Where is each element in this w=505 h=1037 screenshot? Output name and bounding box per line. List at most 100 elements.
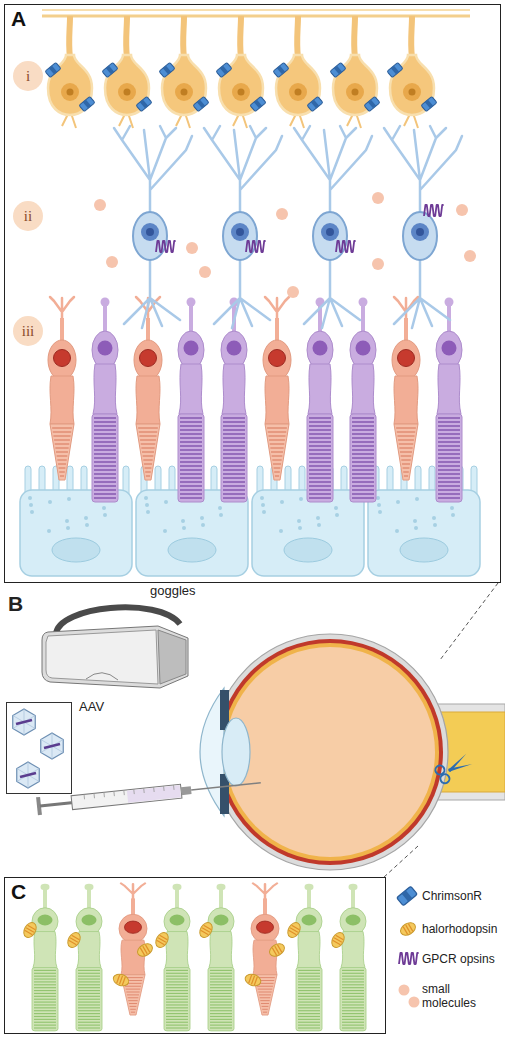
disc-stripe <box>438 485 460 487</box>
disc-stripe <box>401 459 410 460</box>
zoom-leader <box>440 583 498 660</box>
disc-stripe <box>126 991 139 992</box>
bipolar-axon <box>214 255 270 328</box>
bipolar-dendrites <box>114 126 192 215</box>
small-molecule <box>456 204 468 216</box>
capsid-facet <box>24 722 35 729</box>
disc-stripe <box>342 1027 364 1028</box>
rpe-granule <box>145 503 149 507</box>
disc-stripe <box>352 445 374 447</box>
ganglion-nucleus <box>118 83 136 101</box>
pump-helix <box>251 976 254 984</box>
disc-stripe <box>309 485 331 487</box>
syringe-mark <box>143 788 145 793</box>
disc-stripe <box>180 461 202 463</box>
cone-outer-segment <box>50 424 74 480</box>
capsid-facet <box>52 746 53 759</box>
halorhodopsin-pump <box>329 930 347 949</box>
disc-stripe <box>438 429 460 431</box>
disc-stripe <box>309 477 331 479</box>
pump-helix <box>145 945 150 953</box>
disc-stripe <box>78 990 100 991</box>
rpe-granule <box>432 516 436 520</box>
rpe-cell <box>20 466 132 576</box>
cone-outer-segment <box>265 424 289 480</box>
pump-body <box>153 930 171 949</box>
channel-pore <box>311 100 319 109</box>
disc-stripe <box>138 427 158 428</box>
disc-stripe <box>128 1000 137 1001</box>
disc-stripe <box>34 981 56 982</box>
disc-stripe <box>223 437 245 439</box>
disc-stripe <box>166 1027 188 1028</box>
pump-body <box>329 930 347 949</box>
disc-stripe <box>298 973 320 974</box>
disc-stripe <box>166 970 188 971</box>
disc-stripe <box>438 477 460 479</box>
layer-badge: i <box>13 61 43 91</box>
disc-stripe <box>166 1025 188 1026</box>
small-molecule <box>399 985 410 996</box>
disc-stripe <box>438 497 460 499</box>
cone-cell <box>134 297 162 480</box>
rpe-granule <box>279 529 283 533</box>
disc-stripe <box>352 421 374 423</box>
rpe-granule <box>146 510 150 514</box>
pump-body <box>197 920 215 939</box>
pump-helix <box>122 977 125 985</box>
disc-stripe <box>78 981 100 982</box>
rod-cell <box>350 298 376 503</box>
disc-stripe <box>272 455 283 456</box>
disc-stripe <box>180 425 202 427</box>
disc-stripe <box>262 1006 269 1007</box>
disc-stripe <box>126 989 141 990</box>
channel-pore <box>402 890 413 901</box>
bipolar-axon <box>394 255 450 328</box>
retina-layer <box>221 643 439 861</box>
gpcr-opsin <box>424 205 444 216</box>
capsid-facet <box>24 709 25 722</box>
rod-inner-segment <box>209 932 233 968</box>
syringe-mark <box>123 790 125 795</box>
disc-stripe <box>94 445 116 447</box>
channel-pore <box>106 66 114 75</box>
disc-stripe <box>342 978 364 979</box>
rpe-nucleus <box>168 538 216 562</box>
rod-terminal <box>187 298 196 307</box>
bipolar-nucleus <box>321 223 339 241</box>
ganglion-nucleus <box>403 83 421 101</box>
cone-inner-segment <box>50 376 74 424</box>
vitreous <box>225 647 435 857</box>
rpe-granule <box>378 510 382 514</box>
halorhodopsin-pump <box>267 941 286 959</box>
disc-stripe <box>438 465 460 467</box>
cone-inner-segment <box>394 376 418 424</box>
rod-nucleus <box>170 915 185 926</box>
nucleolus <box>124 89 131 96</box>
cone-nucleus <box>269 350 286 367</box>
disc-stripe <box>438 473 460 475</box>
disc-stripe <box>342 976 364 977</box>
halorhodopsin-pump <box>112 972 131 988</box>
disc-stripe <box>223 445 245 447</box>
pump-body <box>21 920 39 939</box>
disc-stripe <box>298 987 320 988</box>
rpe-granule <box>28 496 32 500</box>
nucleolus <box>181 89 188 96</box>
rod-inner-segment <box>179 364 203 414</box>
disc-stripe <box>210 981 232 982</box>
disc-stripe <box>275 475 279 476</box>
ganglion-cell <box>216 16 266 128</box>
disc-stripe <box>309 465 331 467</box>
rpe-granule <box>414 526 418 530</box>
rpe-granule <box>413 519 417 523</box>
goggle-front <box>46 630 158 684</box>
disc-stripe <box>144 463 152 464</box>
disc-stripe <box>180 453 202 455</box>
sclera <box>212 634 448 870</box>
capsid-facet <box>17 769 28 776</box>
disc-stripe <box>309 433 331 435</box>
disc-stripe <box>210 987 232 988</box>
rod-nucleus <box>442 341 457 356</box>
disc-stripe <box>309 473 331 475</box>
